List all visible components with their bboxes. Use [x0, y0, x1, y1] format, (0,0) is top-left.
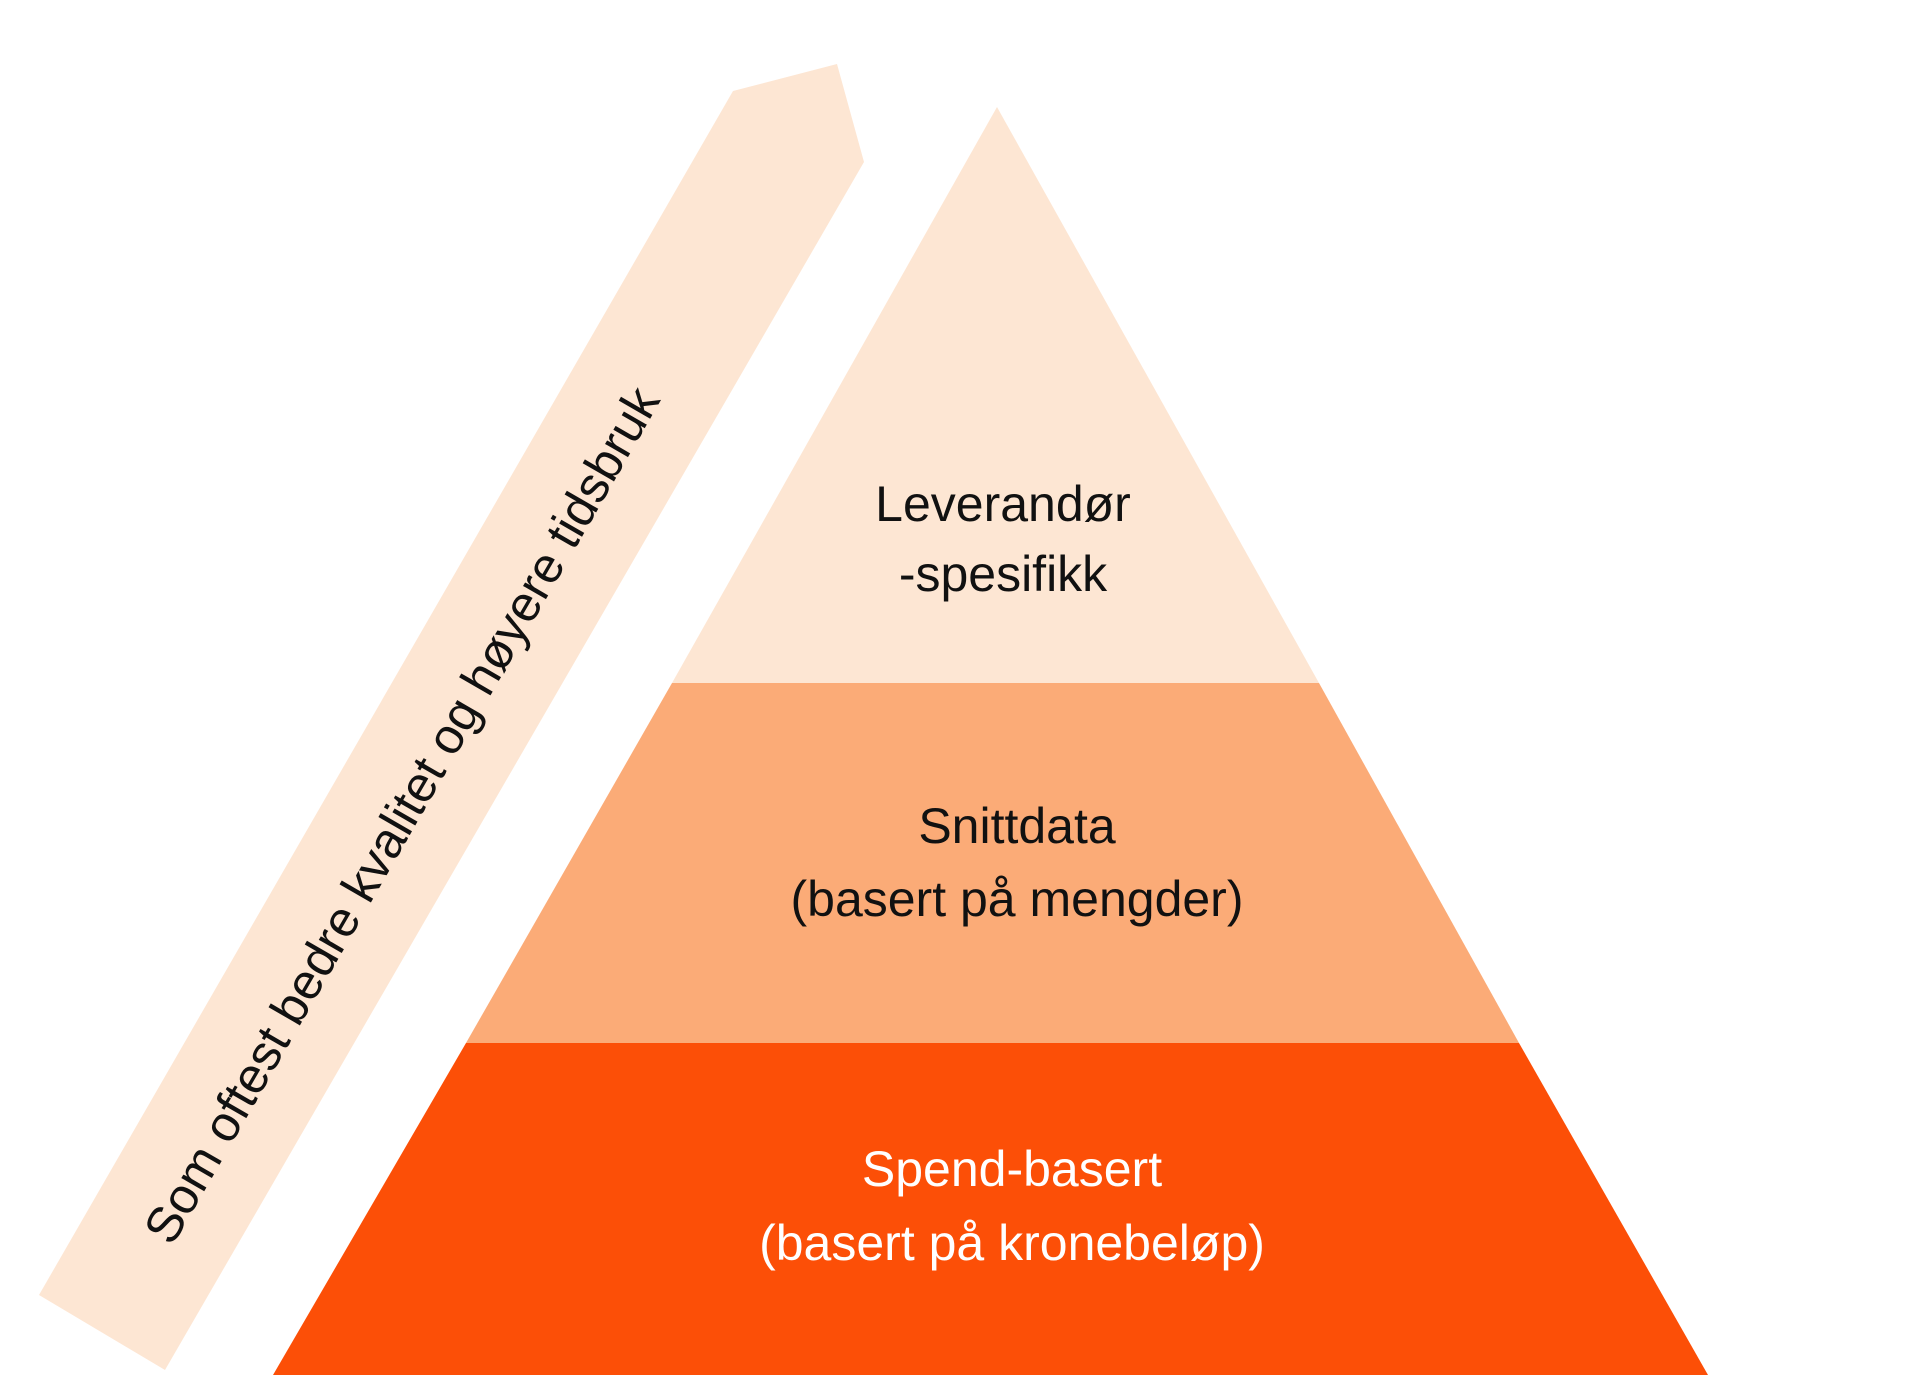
tier-bottom-label-line2: (basert på kronebeløp) [759, 1215, 1265, 1271]
tier-top-label-line1: Leverandør [875, 476, 1131, 532]
tier-middle-label-line2: (basert på mengder) [790, 871, 1243, 927]
tier-top-label: Leverandør -spesifikk [875, 476, 1131, 602]
pyramid-tier-top [672, 107, 1319, 683]
pyramid-tier-middle [466, 683, 1519, 1043]
tier-bottom-label: Spend-basert (basert på kronebeløp) [759, 1141, 1265, 1271]
pyramid-tier-bottom [273, 1043, 1708, 1375]
tier-middle-label: Snittdata (basert på mengder) [790, 798, 1243, 927]
quality-time-arrow [39, 64, 864, 1370]
tier-bottom-label-line1: Spend-basert [862, 1141, 1162, 1197]
tier-middle-label-line1: Snittdata [918, 798, 1116, 854]
tier-top-label-line2: -spesifikk [899, 546, 1108, 602]
